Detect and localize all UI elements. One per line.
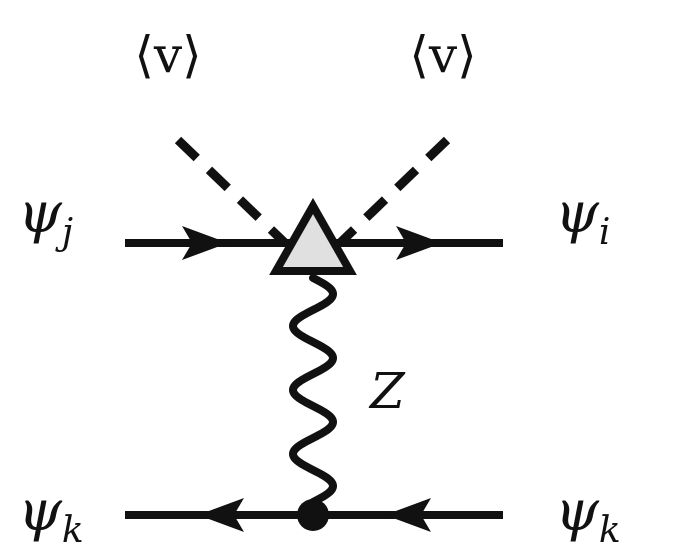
vev-dashed-line-left (174, 136, 289, 247)
psi-j-label: ψj (18, 181, 73, 253)
vev-label-left: ⟨v⟩ (134, 26, 201, 84)
z-boson-label: Z (368, 362, 406, 420)
arrow-bottom-left-left (198, 498, 244, 532)
psi-i-label: ψi (555, 181, 610, 253)
arrow-top-right-right (396, 226, 442, 260)
z-boson-wavy-line (288, 274, 338, 506)
effective-vertex-triangle (269, 197, 357, 275)
vev-dashed-line-right (336, 136, 451, 247)
arrow-bottom-right-left (385, 498, 431, 532)
vev-label-right: ⟨v⟩ (409, 26, 476, 84)
psi-k-label-left: ψk (18, 479, 84, 551)
psi-k-label-right: ψk (555, 479, 621, 551)
bottom-vertex-dot (297, 499, 329, 531)
arrow-top-left-right (182, 226, 228, 260)
